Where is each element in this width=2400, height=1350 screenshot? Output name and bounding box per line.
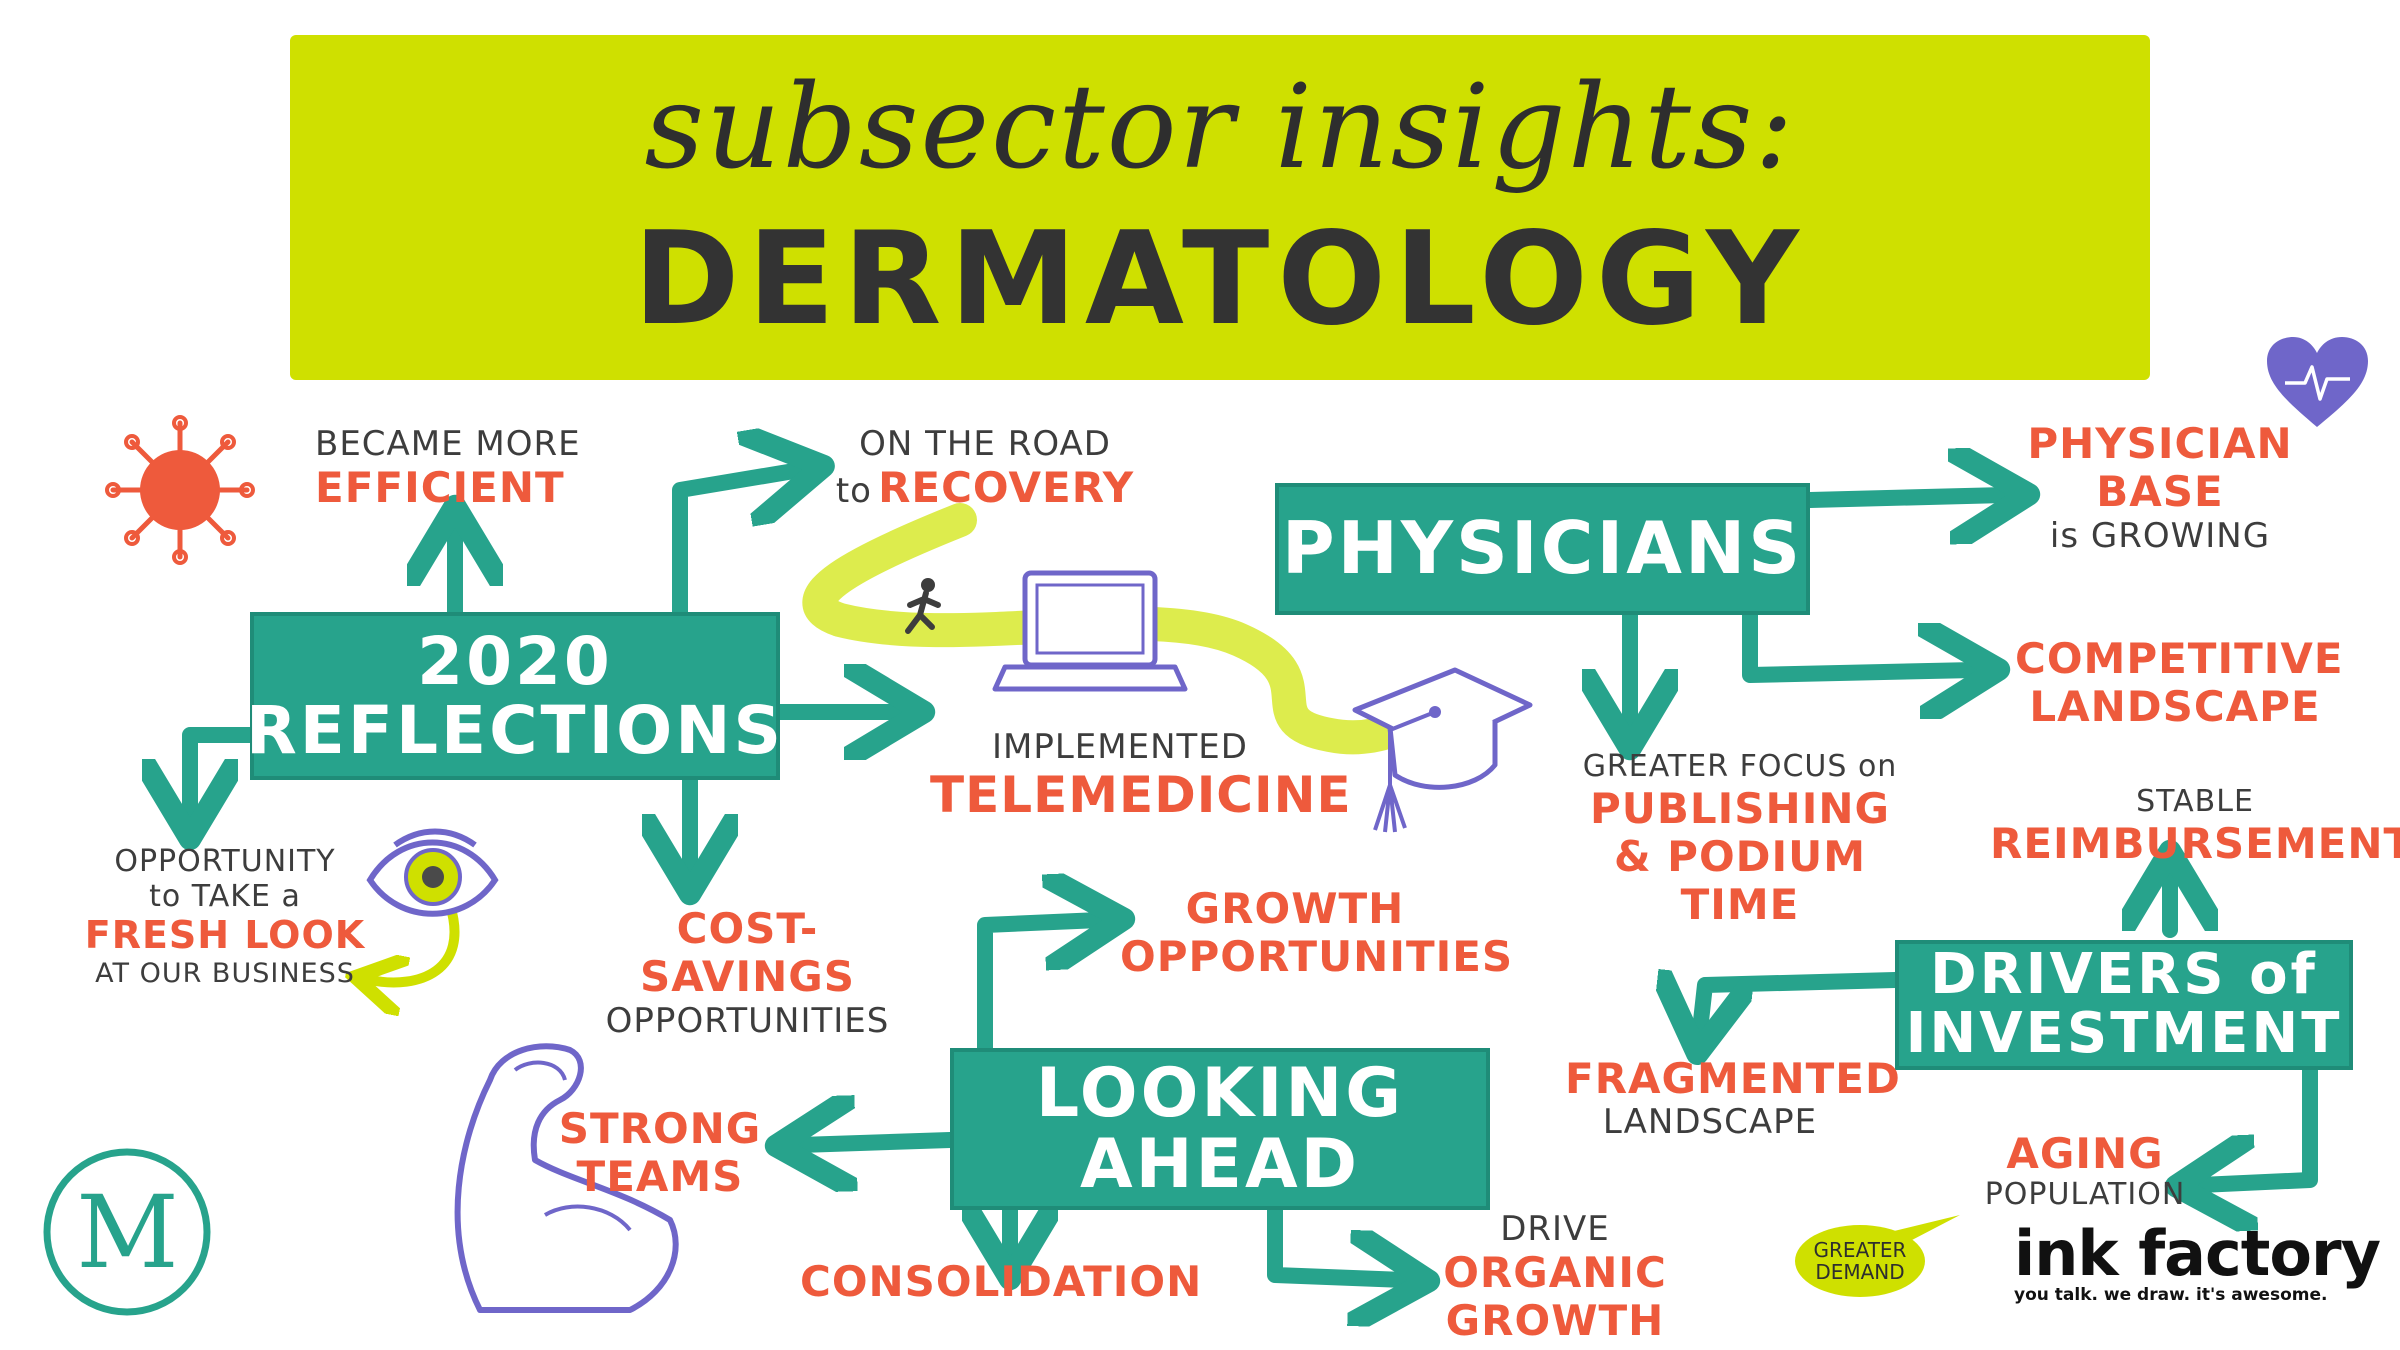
title-heading: DERMATOLOGY: [633, 205, 1807, 354]
arrow-to-strong-teams: [800, 1140, 958, 1145]
heart-pulse-icon: [2265, 335, 2370, 430]
box-2020-reflections-line2: REFLECTIONS: [245, 692, 785, 769]
arrow-to-fresh-look: [190, 727, 258, 815]
label-growth-opportunities: GROWTH OPPORTUNITIES: [1120, 884, 1514, 982]
arrow-to-aging: [2200, 1062, 2318, 1185]
box-looking-ahead-line1: LOOKING: [1035, 1053, 1405, 1133]
eye-icon: [365, 825, 500, 930]
bubble-tail: [1890, 1215, 1960, 1240]
eye-arrow: [370, 900, 460, 982]
arrow-to-organic: [1267, 1202, 1405, 1280]
flexed-arm-icon: [420, 1020, 690, 1320]
label-strong-teams: STRONG TEAMS: [558, 1104, 762, 1202]
label-publishing-podium: GREATER FOCUS on PUBLISHING & PODIUM TIM…: [1582, 749, 1898, 930]
greater-demand-bubble: GREATER DEMAND: [1795, 1225, 1925, 1297]
m-logo-icon: M: [40, 1145, 215, 1320]
road-path: [802, 503, 1457, 755]
label-competitive-landscape: COMPETITIVE LANDSCAPE: [2015, 634, 2344, 732]
box-2020-reflections: 2020 REFLECTIONS: [246, 612, 781, 780]
box-physicians-label: PHYSICIANS: [1281, 506, 1804, 591]
box-drivers-line1: DRIVERS of: [1930, 942, 2318, 1008]
ink-factory-tagline: you talk. we draw. it's awesome.: [2014, 1285, 2328, 1305]
label-road-to-recovery: ON THE ROAD to RECOVERY: [835, 424, 1135, 513]
title-subheading: subsector insights:: [644, 60, 1796, 195]
arrow-to-physician-base: [1802, 495, 2005, 500]
ink-factory-logo: ink factory you talk. we draw. it's awes…: [2014, 1217, 2381, 1306]
box-drivers-of-investment: DRIVERS of INVESTMENT: [1895, 940, 2353, 1070]
box-looking-ahead-line2: AHEAD: [1079, 1125, 1361, 1204]
label-fragmented-landscape: FRAGMENTED LANDSCAPE: [1565, 1054, 1901, 1143]
label-aging-population: AGING POPULATION: [1984, 1129, 2186, 1213]
label-became-more-efficient: BECAME MORE EFFICIENT: [315, 424, 581, 513]
box-physicians: PHYSICIANS: [1275, 483, 1810, 615]
label-physician-base: PHYSICIAN BASE is GROWING: [2027, 419, 2293, 556]
label-fresh-look: OPPORTUNITY to TAKE a FRESH LOOK AT OUR …: [84, 844, 366, 989]
ink-factory-name: ink factory: [2014, 1217, 2381, 1290]
box-2020-reflections-line1: 2020: [417, 622, 613, 700]
arrow-to-recovery: [672, 470, 800, 620]
runner-icon: [890, 575, 960, 645]
box-drivers-line2: INVESTMENT: [1905, 1001, 2343, 1066]
title-banner: subsector insights: DERMATOLOGY: [290, 35, 2150, 380]
box-looking-ahead: LOOKING AHEAD: [950, 1048, 1490, 1210]
label-implemented-telemedicine: IMPLEMENTED TELEMEDICINE: [930, 727, 1352, 825]
virus-icon: [105, 415, 255, 565]
label-cost-savings: COST-SAVINGS OPPORTUNITIES: [605, 904, 890, 1041]
label-consolidation: CONSOLIDATION: [800, 1257, 1203, 1306]
arrow-to-competitive: [1742, 607, 1975, 675]
graduation-cap-icon: [1345, 660, 1535, 850]
label-drive-organic-growth: DRIVE ORGANIC GROWTH: [1443, 1209, 1667, 1346]
m-logo-letter: M: [76, 1174, 179, 1291]
arrow-to-growth: [977, 920, 1100, 1058]
laptop-icon: [985, 565, 1195, 695]
label-stable-reimbursement: STABLE REIMBURSEMENT: [1990, 784, 2400, 868]
arrow-to-fragmented: [1700, 980, 1903, 1030]
